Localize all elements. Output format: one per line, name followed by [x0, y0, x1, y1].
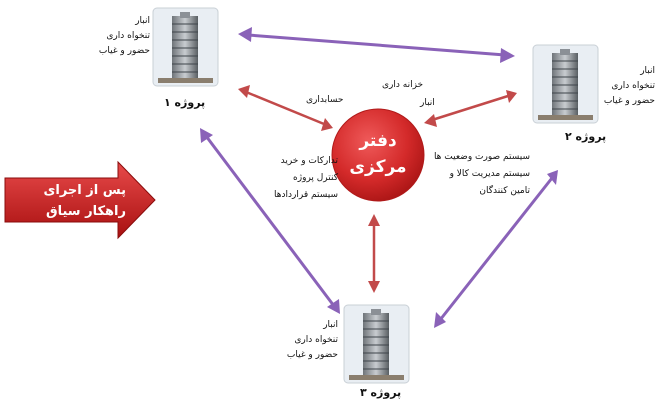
arrowhead-p2-p3-start: [547, 170, 558, 185]
center-office-circle: [331, 108, 425, 202]
arrowhead-p1-p2-start: [238, 27, 252, 42]
center-labels-right: سیستم صورت وضعیت ها سیستم مدیریت کالا و …: [418, 149, 530, 200]
arrow-center-p2: [431, 94, 509, 122]
project3-name: پروژه ۳: [360, 386, 402, 399]
center-label-suppliers: تامین کنندگان: [479, 186, 530, 196]
red-arrows: [238, 85, 517, 293]
arrow-p1-p3: [204, 135, 336, 307]
center-office-line1: دفتر: [359, 131, 397, 151]
project2-items: انبار تنخواه داری حضور و غیاب: [598, 64, 655, 109]
arrow-p2-p3: [438, 177, 554, 321]
project1-item: حضور و غیاب: [98, 46, 150, 56]
arrowhead-center-p3-a: [368, 214, 380, 226]
project1-items: انبار تنخواه داری حضور و غیاب: [95, 14, 150, 59]
center-label-goods-management: سیستم مدیریت کالا و: [449, 169, 530, 179]
project3-item: انبار: [323, 320, 338, 330]
building-image-p1: [152, 7, 219, 87]
center-label-accounting: حسابداری: [306, 95, 344, 105]
arrowhead-center-p2-a: [424, 114, 437, 127]
project2-name: پروژه ۲: [565, 130, 607, 143]
center-label-status-reports: سیستم صورت وضعیت ها: [433, 152, 530, 162]
banner-line1: پس از اجرای: [43, 183, 126, 198]
project2-item: انبار: [640, 66, 655, 76]
center-office-title: دفتر مرکزی: [338, 128, 418, 180]
arrowhead-center-p1-b: [321, 118, 333, 131]
arrow-p1-p2: [247, 33, 506, 57]
arrowhead-p1-p2-end: [500, 48, 515, 63]
arrowhead-p1-p3-start: [200, 128, 213, 143]
project3-item: حضور و غیاب: [286, 350, 338, 360]
project3-items: انبار تنخواه داری حضور و غیاب: [268, 318, 338, 363]
center-label-project-control: کنترل پروژه: [293, 173, 338, 183]
arrow-center-p1: [245, 90, 325, 126]
arrowhead-center-p3-b: [368, 281, 380, 293]
center-label-contracts: سیستم قراردادها: [274, 190, 338, 200]
project3-item: تنخواه داری: [294, 335, 338, 345]
arrowhead-p1-p3-end: [327, 299, 340, 314]
center-label-warehouse: انبار: [420, 98, 435, 108]
arrowhead-center-p1-a: [238, 85, 250, 98]
banner-line2: راهکار سیاق: [46, 204, 126, 219]
project2-item: تنخواه داری: [611, 81, 655, 91]
banner-arrow: [4, 160, 156, 240]
building-image-p3: [343, 304, 410, 384]
project2-item: حضور و غیاب: [603, 96, 655, 106]
building-image-p2: [532, 44, 599, 124]
purple-arrows: [200, 27, 558, 328]
project1-item: تنخواه داری: [106, 31, 150, 41]
banner-title: پس از اجرای راهکار سیاق: [22, 180, 126, 222]
center-labels-left: تدارکات و خرید کنترل پروژه سیستم قرارداد…: [258, 153, 338, 204]
project1-name: پروژه ۱: [164, 96, 206, 109]
center-label-procurement: تدارکات و خرید: [280, 156, 338, 166]
project1-item: انبار: [135, 16, 150, 26]
arrowhead-p2-p3-end: [434, 312, 446, 328]
center-office-line2: مرکزی: [349, 157, 407, 177]
center-label-treasury: خزانه داری: [382, 80, 424, 90]
arrowhead-center-p2-b: [506, 90, 517, 103]
